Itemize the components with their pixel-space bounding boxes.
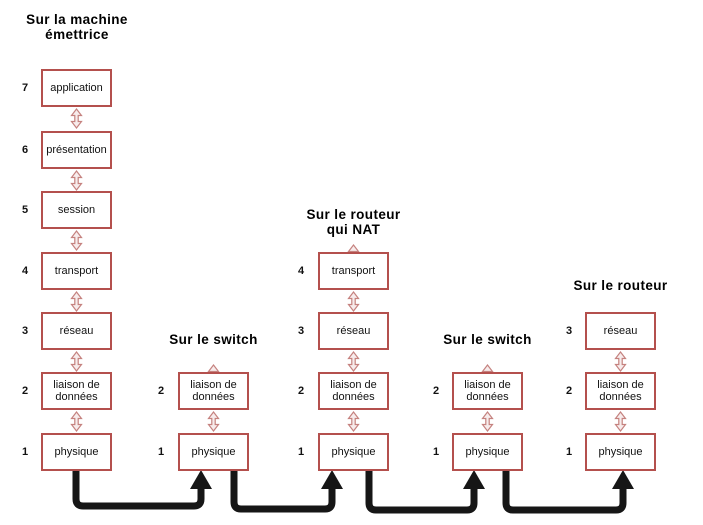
layer-box-liaison: liaison de données	[178, 372, 249, 410]
layer-number: 1	[432, 446, 440, 458]
layer-label: liaison de données	[464, 378, 511, 404]
layer-box-physique: physique	[585, 433, 656, 471]
layer-label: session	[57, 203, 96, 216]
layer-label: liaison de données	[53, 378, 100, 404]
layer-number: 4	[297, 265, 305, 277]
inter-layer-arrow-icon	[481, 411, 494, 432]
physical-link-arrowhead-icon	[321, 470, 343, 489]
inter-layer-arrow-icon	[70, 291, 83, 312]
layer-label: physique	[54, 445, 99, 458]
layer-label: transport	[54, 264, 99, 277]
layer-box-liaison: liaison de données	[452, 372, 523, 410]
inter-layer-arrow-icon	[614, 351, 627, 372]
column-title-line: émettrice	[45, 27, 109, 42]
layer-box-liaison: liaison de données	[41, 372, 112, 410]
column-title-line: qui NAT	[326, 222, 381, 237]
layer-box-presentation: présentation	[41, 131, 112, 169]
layer-number: 2	[21, 385, 29, 397]
inter-layer-arrow-icon	[70, 351, 83, 372]
layer-box-reseau: réseau	[585, 312, 656, 350]
layer-number: 4	[21, 265, 29, 277]
layer-label: physique	[191, 445, 236, 458]
layer-label: liaison de données	[597, 378, 644, 404]
layer-number: 3	[565, 325, 573, 337]
physical-link-arrow-icon	[72, 471, 205, 510]
layer-box-session: session	[41, 191, 112, 229]
physical-link-arrow-icon	[230, 471, 336, 513]
column-title-machine-emettrice: Sur la machine émettrice	[7, 12, 147, 42]
layer-label: réseau	[59, 324, 94, 337]
layer-box-physique: physique	[452, 433, 523, 471]
inter-layer-arrow-icon	[347, 291, 360, 312]
layer-number: 1	[21, 446, 29, 458]
column-title-line: Sur le switch	[443, 332, 532, 347]
layer-label: réseau	[336, 324, 371, 337]
layer-label: physique	[465, 445, 510, 458]
layer-label: physique	[598, 445, 643, 458]
inter-layer-arrow-icon	[70, 170, 83, 191]
layer-number: 1	[297, 446, 305, 458]
layer-box-liaison: liaison de données	[318, 372, 389, 410]
physical-link-arrow-icon	[365, 471, 478, 514]
layer-label: présentation	[46, 143, 107, 156]
layer-number: 1	[565, 446, 573, 458]
layer-number: 3	[21, 325, 29, 337]
layer-number: 2	[157, 385, 165, 397]
layer-label: transport	[331, 264, 376, 277]
layer-label: liaison de données	[190, 378, 237, 404]
column-title-routeur-nat: Sur le routeur qui NAT	[283, 207, 424, 237]
layer-box-liaison: liaison de données	[585, 372, 656, 410]
layer-number: 3	[297, 325, 305, 337]
column-title-switch-1: Sur le switch	[143, 332, 284, 347]
layer-label: liaison de données	[330, 378, 377, 404]
inter-layer-arrow-icon	[347, 351, 360, 372]
layer-number: 5	[21, 204, 29, 216]
layer-box-physique: physique	[178, 433, 249, 471]
layer-box-application: application	[41, 69, 112, 107]
column-title-routeur: Sur le routeur	[550, 278, 691, 293]
layer-box-physique: physique	[318, 433, 389, 471]
column-title-switch-2: Sur le switch	[417, 332, 558, 347]
column-title-line: Sur le switch	[169, 332, 258, 347]
layer-stub-arrow-icon	[481, 364, 494, 373]
layer-number: 2	[565, 385, 573, 397]
layer-label: réseau	[603, 324, 638, 337]
layer-label: physique	[331, 445, 376, 458]
inter-layer-arrow-icon	[70, 411, 83, 432]
layer-stub-arrow-icon	[207, 364, 220, 373]
physical-link-arrowhead-icon	[612, 470, 634, 489]
physical-link-arrowhead-icon	[463, 470, 485, 489]
layer-box-reseau: réseau	[41, 312, 112, 350]
layer-number: 6	[21, 144, 29, 156]
inter-layer-arrow-icon	[70, 108, 83, 129]
layer-number: 2	[297, 385, 305, 397]
column-title-line: Sur le routeur	[573, 278, 668, 293]
layer-box-reseau: réseau	[318, 312, 389, 350]
inter-layer-arrow-icon	[614, 411, 627, 432]
layer-box-transport: transport	[318, 252, 389, 290]
inter-layer-arrow-icon	[207, 411, 220, 432]
layer-box-transport: transport	[41, 252, 112, 290]
layer-stub-arrow-icon	[347, 244, 360, 253]
layer-label: application	[50, 81, 103, 94]
column-title-line: Sur le routeur	[306, 207, 401, 222]
column-title-line: Sur la machine	[26, 12, 128, 27]
layer-number: 2	[432, 385, 440, 397]
layer-number: 1	[157, 446, 165, 458]
layer-number: 7	[21, 82, 29, 94]
inter-layer-arrow-icon	[70, 230, 83, 251]
inter-layer-arrow-icon	[347, 411, 360, 432]
physical-link-arrow-icon	[502, 471, 627, 514]
layer-box-physique: physique	[41, 433, 112, 471]
physical-link-arrowhead-icon	[190, 470, 212, 489]
